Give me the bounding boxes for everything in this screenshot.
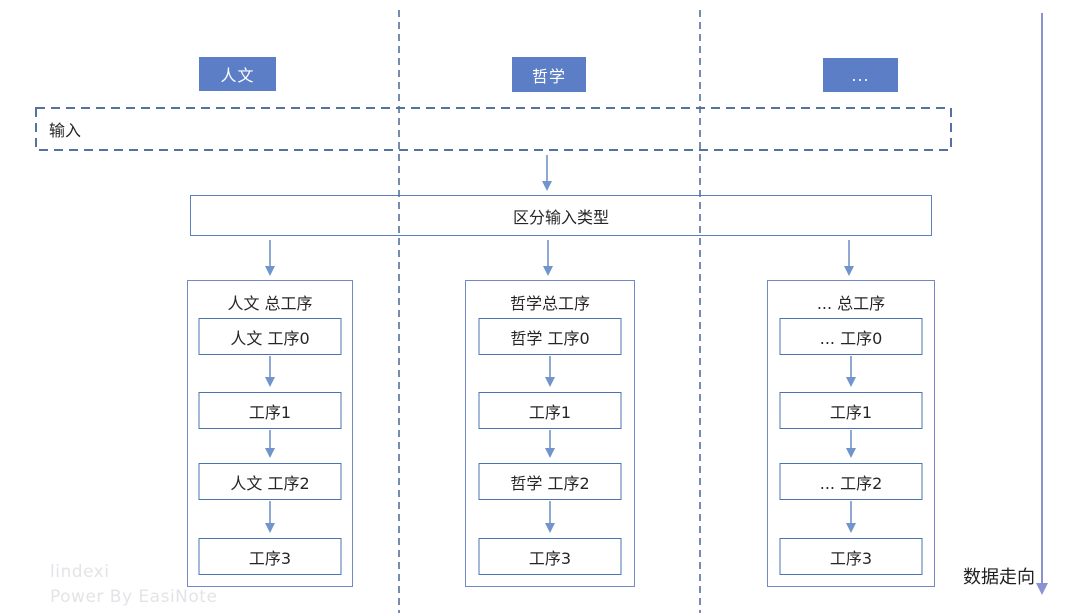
process-step-box: 工序1: [198, 392, 342, 429]
header-box-zhexue: 哲学: [512, 57, 586, 92]
process-step-box: 哲学 工序0: [478, 318, 622, 355]
classify-input-type-box: 区分输入类型: [190, 195, 932, 236]
process-step-box: 人文 工序2: [198, 463, 342, 500]
process-group-title: 哲学总工序: [509, 294, 590, 313]
header-box-renwen: 人文: [199, 57, 276, 91]
data-flow-direction-label: 数据走向: [963, 567, 1035, 588]
process-step-box: ... 工序0: [779, 318, 923, 355]
header-box-ellipsis: ...: [823, 58, 898, 92]
input-region-dashed-box: [35, 107, 952, 151]
process-step-box: 工序1: [478, 392, 622, 429]
process-step-box: 人文 工序0: [198, 318, 342, 355]
process-step-box: 工序3: [198, 538, 342, 575]
process-group-renwen: 人文 总工序 人文 工序0 工序1 人文 工序2 工序3: [187, 280, 353, 587]
input-region-label: 输入: [49, 121, 82, 140]
process-step-box: 工序3: [779, 538, 923, 575]
process-step-box: ... 工序2: [779, 463, 923, 500]
process-step-box: 工序1: [779, 392, 923, 429]
process-step-box: 哲学 工序2: [478, 463, 622, 500]
process-group-title: ... 总工序: [816, 294, 886, 313]
process-group-title: 人文 总工序: [227, 294, 313, 313]
watermark-line1: lindexi: [50, 562, 110, 582]
process-step-box: 工序3: [478, 538, 622, 575]
process-group-ellipsis: ... 总工序 ... 工序0 工序1 ... 工序2 工序3: [767, 280, 935, 587]
process-group-zhexue: 哲学总工序 哲学 工序0 工序1 哲学 工序2 工序3: [465, 280, 635, 587]
watermark-line2: Power By EasiNote: [50, 587, 218, 607]
